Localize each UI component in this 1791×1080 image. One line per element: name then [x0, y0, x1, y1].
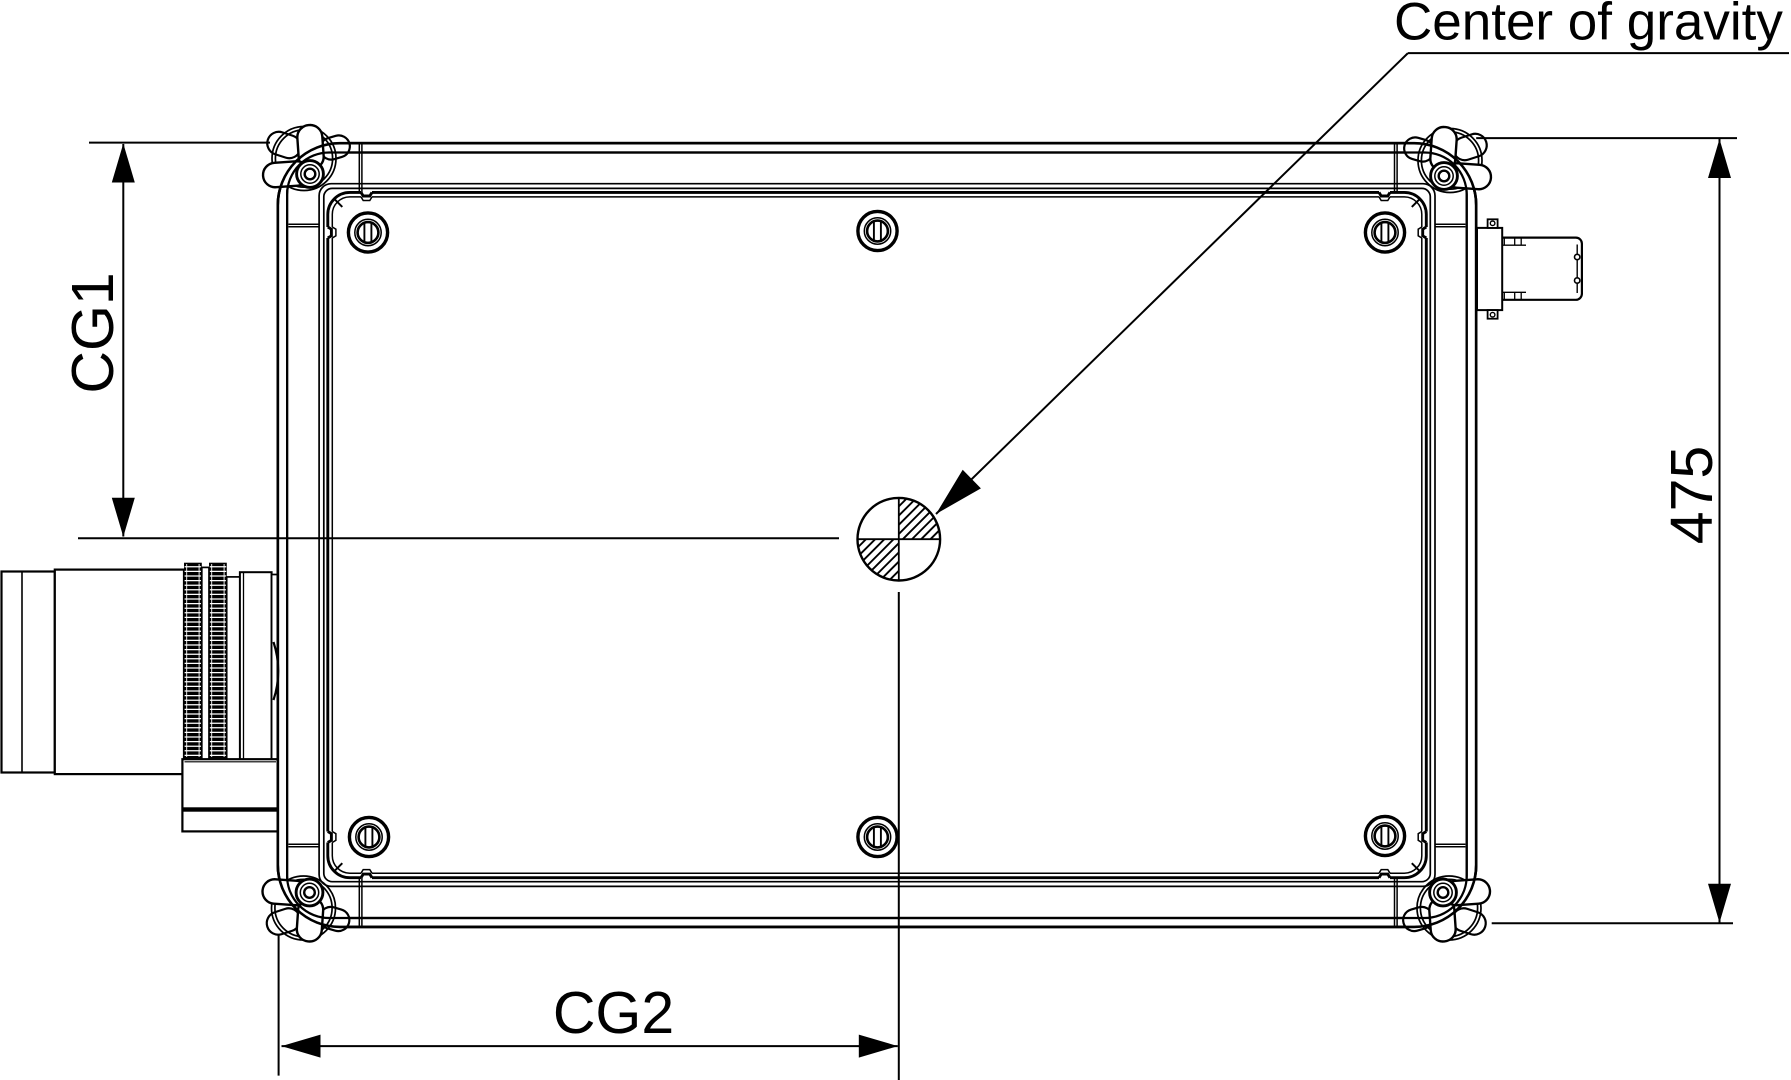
- svg-text:CG1: CG1: [60, 272, 126, 393]
- svg-text:475: 475: [1659, 446, 1725, 544]
- svg-text:CG2: CG2: [553, 980, 674, 1046]
- svg-text:Center of gravity: Center of gravity: [1394, 0, 1783, 52]
